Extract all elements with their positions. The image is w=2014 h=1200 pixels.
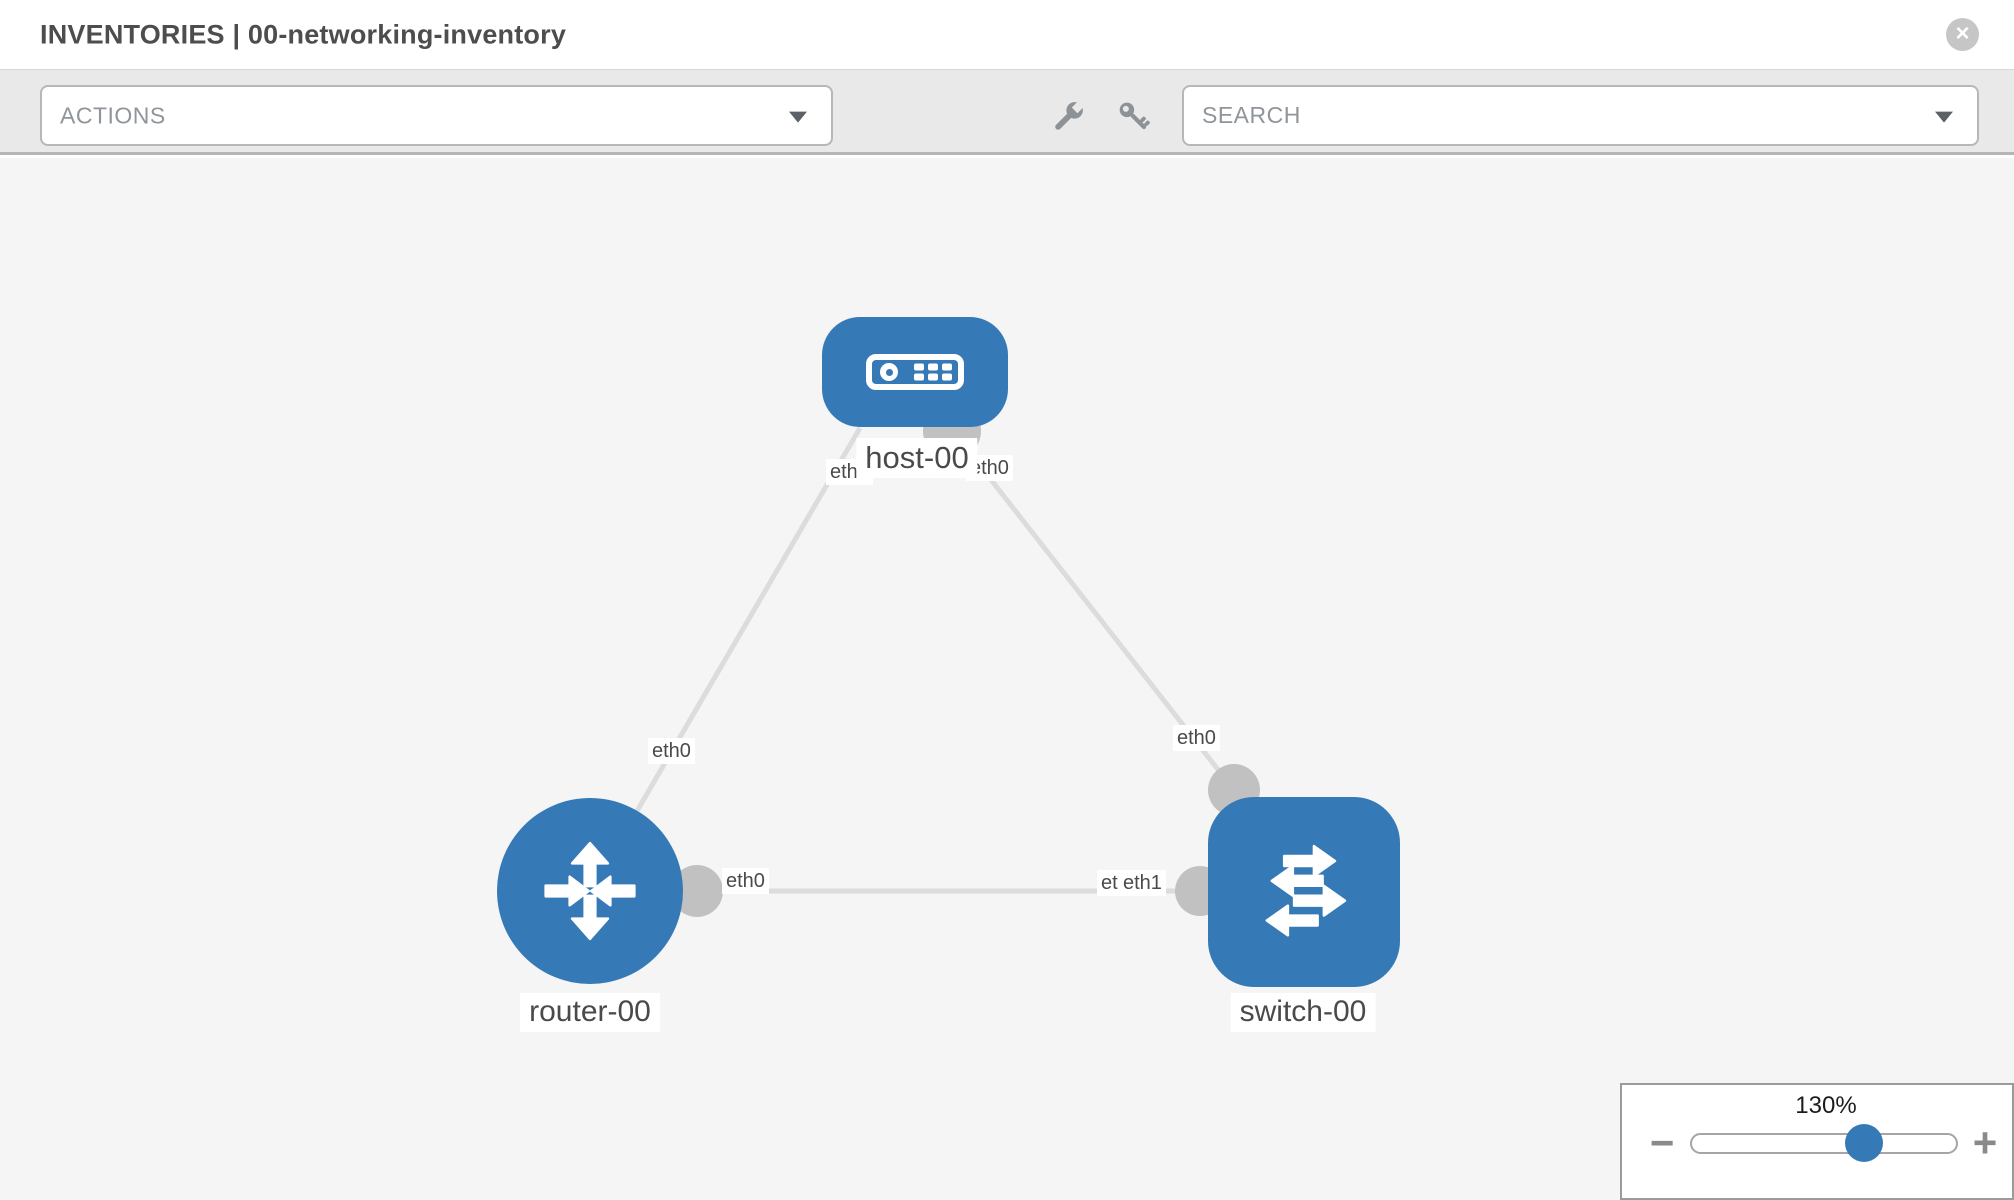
- node-host-00[interactable]: [822, 317, 1008, 427]
- diagram-canvas[interactable]: eth0 eth0 eth0 eth0 eth0 eth0 eth1 host-…: [0, 158, 2014, 1200]
- window-header: INVENTORIES | 00-networking-inventory ×: [0, 0, 2014, 70]
- router-icon: [544, 841, 636, 941]
- page-title: INVENTORIES | 00-networking-inventory: [40, 19, 567, 49]
- close-button[interactable]: ×: [1946, 18, 1979, 51]
- chevron-down-icon: [789, 111, 807, 123]
- zoom-out-button[interactable]: −: [1642, 1122, 1682, 1164]
- interface-label: eth1: [1119, 870, 1166, 896]
- node-label-switch-00: switch-00: [1230, 993, 1376, 1032]
- zoom-panel: 130% − +: [1620, 1083, 2014, 1200]
- wrench-icon: [1055, 99, 1085, 130]
- node-label-router-00: router-00: [520, 993, 660, 1032]
- interface-label: eth0: [648, 738, 695, 764]
- plus-icon: +: [1972, 1119, 1998, 1166]
- zoom-slider-handle[interactable]: [1845, 1124, 1883, 1162]
- key-icon: [1119, 102, 1150, 129]
- key-button[interactable]: [1112, 96, 1156, 140]
- chevron-down-icon: [1935, 111, 1953, 123]
- zoom-in-button[interactable]: +: [1965, 1122, 2005, 1164]
- search-input[interactable]: [1202, 87, 1902, 144]
- zoom-level-label: 130%: [1795, 1092, 1857, 1119]
- interface-label: eth0: [722, 868, 769, 894]
- node-label-host-00: host-00: [856, 438, 978, 478]
- port-circle-router-eth0: [671, 865, 723, 917]
- actions-label: ACTIONS: [60, 102, 166, 128]
- minus-icon: −: [1649, 1119, 1675, 1166]
- switch-icon: [1265, 844, 1347, 937]
- actions-dropdown[interactable]: ACTIONS: [40, 85, 833, 146]
- topology-svg: [634, 402, 1260, 917]
- node-switch-00[interactable]: [1208, 797, 1400, 987]
- toolbar: ACTIONS: [0, 70, 2014, 155]
- node-router-00[interactable]: [497, 798, 683, 984]
- search-dropdown[interactable]: [1182, 85, 1979, 146]
- zoom-slider-track[interactable]: [1690, 1133, 1958, 1154]
- wrench-button[interactable]: [1046, 96, 1090, 140]
- close-icon: ×: [1955, 19, 1970, 47]
- server-icon: [866, 354, 964, 390]
- interface-label: eth0: [1173, 725, 1220, 751]
